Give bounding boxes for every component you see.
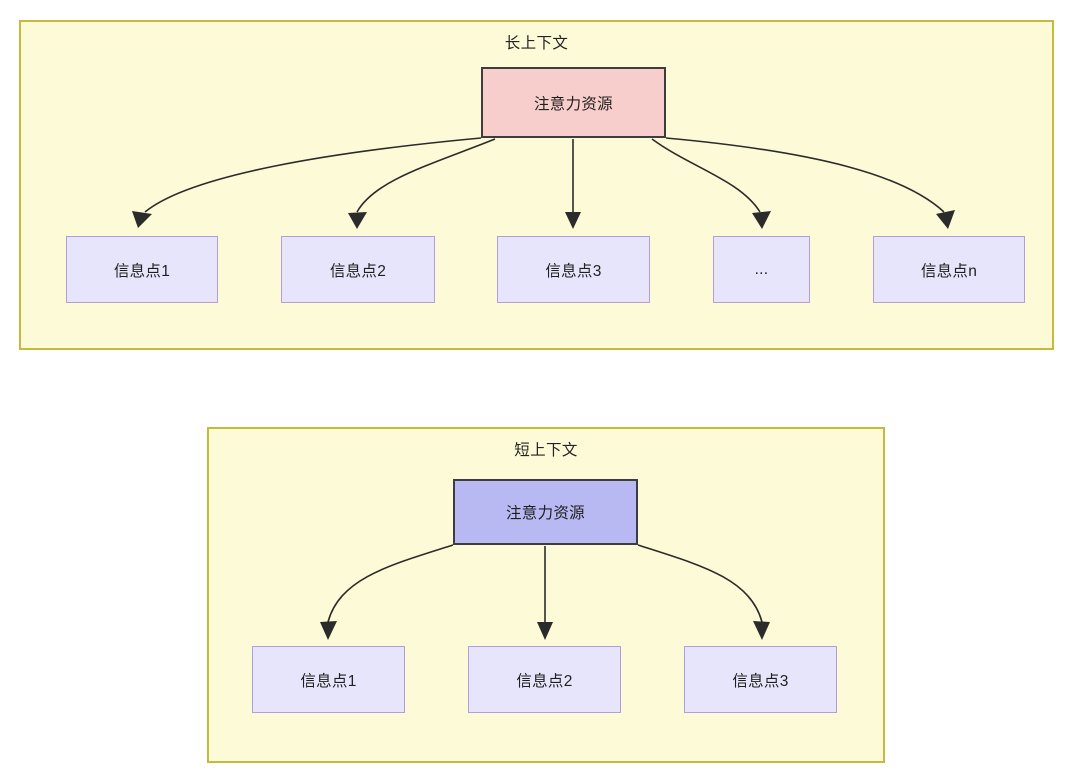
node-label: 信息点2 (329, 262, 387, 280)
node-long-context-info-point-3[interactable]: 信息点3 (497, 236, 650, 303)
group-short-context-title: 短上下文 (514, 442, 578, 459)
node-long-context-info-point-1[interactable]: 信息点1 (66, 236, 218, 303)
node-label: 信息点3 (545, 262, 602, 280)
node-short-context-info-point-2[interactable]: 信息点2 (468, 646, 621, 713)
node-label: 信息点n (920, 262, 978, 280)
node-long-context-info-point-n[interactable]: 信息点n (873, 236, 1025, 303)
node-short-context-attention-resource[interactable]: 注意力资源 (453, 479, 638, 545)
node-label: 信息点1 (113, 262, 171, 280)
node-label: 信息点1 (300, 672, 357, 690)
node-short-context-info-point-1[interactable]: 信息点1 (252, 646, 405, 713)
node-label: 信息点3 (732, 672, 789, 690)
group-long-context-title: 长上下文 (504, 35, 569, 52)
node-label: 信息点2 (516, 672, 573, 690)
node-long-context-attention-resource[interactable]: 注意力资源 (481, 67, 666, 138)
node-long-context-info-point-ellipsis[interactable]: ... (713, 236, 810, 303)
node-label: ... (754, 260, 769, 278)
node-label: 注意力资源 (505, 505, 585, 522)
node-short-context-info-point-3[interactable]: 信息点3 (684, 646, 837, 713)
node-long-context-info-point-2[interactable]: 信息点2 (281, 236, 435, 303)
node-label: 注意力资源 (533, 95, 613, 113)
